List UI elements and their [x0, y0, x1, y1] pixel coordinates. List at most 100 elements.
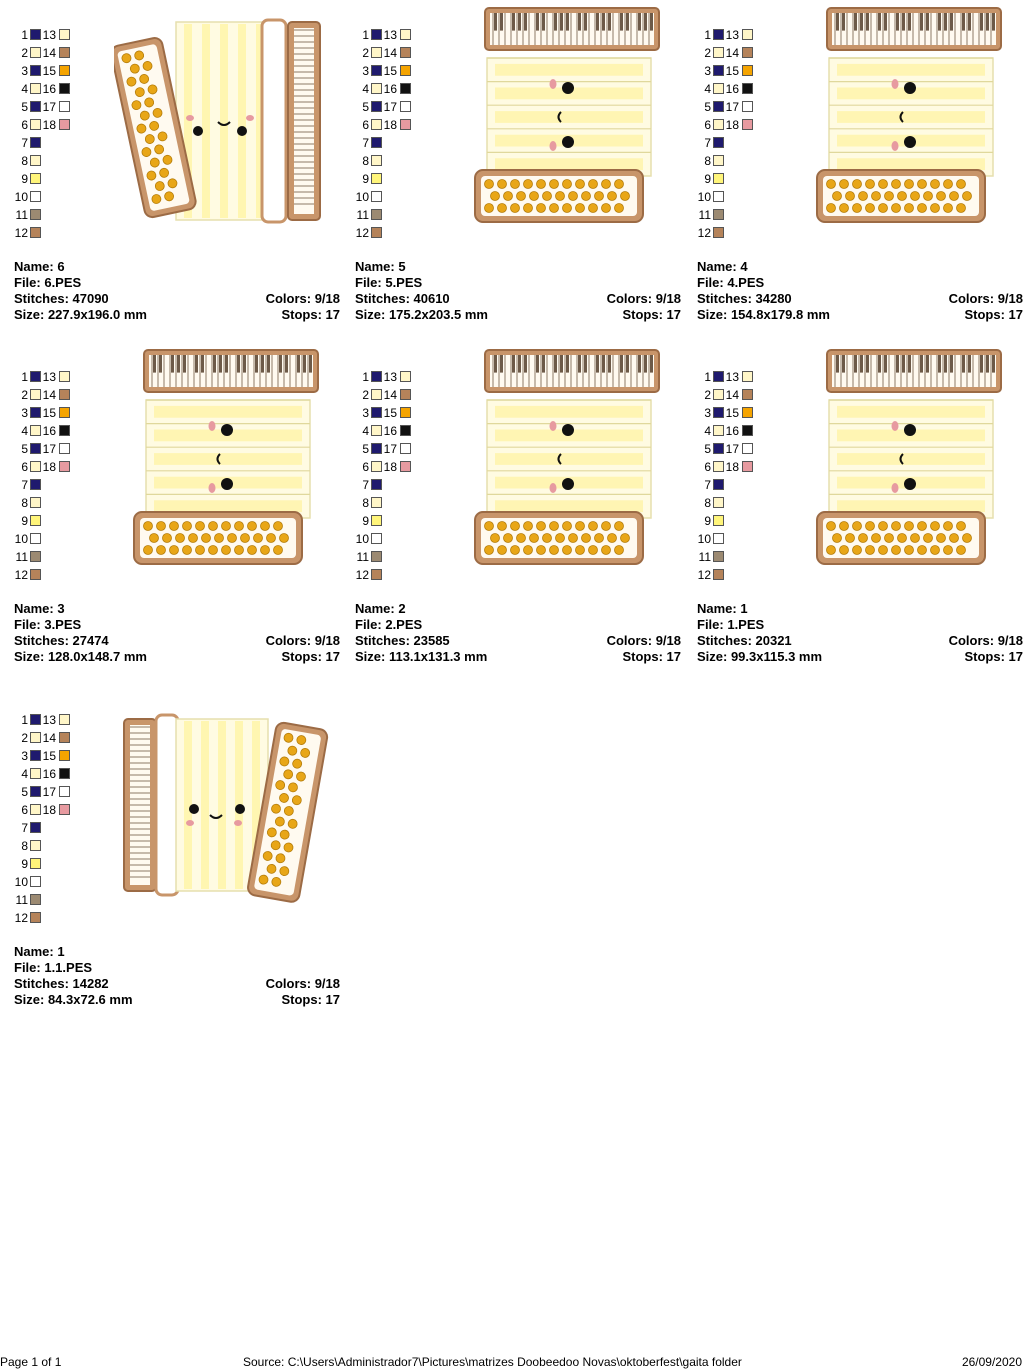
bass-button: [182, 545, 192, 555]
bellows-fold: [495, 500, 643, 513]
color-index: 14: [42, 388, 56, 402]
color-swatch: [371, 101, 382, 112]
bass-button: [949, 533, 959, 543]
color-index: 12: [14, 911, 28, 925]
color-swatch: [400, 101, 411, 112]
black-key: [584, 355, 587, 373]
color-swatch: [30, 786, 41, 797]
bass-button: [588, 521, 598, 531]
black-key: [884, 13, 887, 31]
design-size: Size: 175.2x203.5 mm: [355, 307, 488, 322]
color-index: 13: [42, 370, 56, 384]
color-swatch: [371, 173, 382, 184]
black-key: [560, 355, 563, 373]
bass-button: [510, 521, 520, 531]
accordion-illustration: [133, 349, 319, 565]
black-key: [171, 355, 174, 373]
accordion-illustration: [123, 713, 329, 903]
bass-button: [858, 191, 868, 201]
black-key: [944, 355, 947, 373]
color-index: 14: [725, 388, 739, 402]
color-index: 14: [383, 388, 397, 402]
color-swatch: [30, 227, 41, 238]
color-swatch: [30, 137, 41, 148]
bass-button: [156, 521, 166, 531]
design-name: Name: 1: [14, 944, 65, 959]
bass-button: [897, 191, 907, 201]
bass-button: [826, 521, 836, 531]
eye: [235, 804, 245, 814]
color-index: 6: [21, 118, 28, 132]
bass-button: [287, 745, 298, 756]
color-swatch: [742, 29, 753, 40]
color-index: 1: [21, 713, 28, 727]
color-index: 1: [362, 370, 369, 384]
bass-button: [288, 782, 298, 793]
bass-button: [292, 758, 303, 769]
color-index: 11: [356, 208, 369, 222]
cheek: [549, 421, 557, 431]
color-index: 15: [383, 406, 397, 420]
color-index: 8: [21, 839, 28, 853]
color-swatch: [59, 714, 70, 725]
color-index: 11: [15, 208, 28, 222]
color-index: 8: [362, 154, 369, 168]
color-index: 16: [42, 82, 56, 96]
bass-button: [865, 179, 875, 189]
design-preview: [816, 7, 1002, 223]
bass-button: [266, 533, 276, 543]
bass-button: [221, 545, 231, 555]
color-swatch: [30, 822, 41, 833]
stop-count: Stops: 17: [281, 307, 340, 322]
bass-button: [588, 545, 598, 555]
bellows-fold: [837, 405, 985, 418]
color-index: 4: [21, 767, 28, 781]
stitch-count: Stitches: 27474: [14, 633, 109, 648]
stitch-count: Stitches: 14282: [14, 976, 109, 991]
black-key: [243, 355, 246, 373]
design-file: File: 4.PES: [697, 275, 765, 290]
bass-button: [865, 545, 875, 555]
color-swatch: [713, 407, 724, 418]
bass-button: [614, 179, 624, 189]
black-key: [836, 13, 839, 31]
bass-button: [497, 179, 507, 189]
color-swatch: [400, 65, 411, 76]
black-key: [596, 355, 599, 373]
color-index: 2: [362, 46, 369, 60]
bass-button: [296, 771, 306, 782]
color-swatch: [371, 443, 382, 454]
bass-button: [154, 144, 165, 155]
bellows-fold: [184, 24, 192, 218]
stitch-count: Stitches: 20321: [697, 633, 792, 648]
color-swatch: [30, 533, 41, 544]
color-index: 16: [42, 424, 56, 438]
color-index: 18: [42, 803, 56, 817]
black-key: [650, 355, 653, 373]
color-swatch: [30, 714, 41, 725]
bellows-fold: [252, 721, 260, 889]
bass-button: [279, 829, 290, 840]
design-file: File: 5.PES: [355, 275, 423, 290]
color-count: Colors: 9/18: [265, 633, 340, 648]
color-swatch: [30, 732, 41, 743]
black-key: [878, 13, 881, 31]
black-key: [285, 355, 288, 373]
stop-count: Stops: 17: [622, 307, 681, 322]
color-swatch: [400, 47, 411, 58]
color-swatch: [742, 407, 753, 418]
black-key: [566, 355, 569, 373]
color-index: 2: [362, 388, 369, 402]
color-swatch: [30, 894, 41, 905]
color-swatch: [713, 497, 724, 508]
bass-button: [151, 194, 162, 204]
color-index: 3: [704, 406, 711, 420]
design-size: Size: 99.3x115.3 mm: [697, 649, 823, 664]
bass-button: [575, 203, 585, 213]
black-key: [596, 13, 599, 31]
color-index: 3: [21, 749, 28, 763]
color-swatch: [713, 209, 724, 220]
color-index: 7: [362, 136, 369, 150]
bellows-fold: [256, 24, 264, 218]
